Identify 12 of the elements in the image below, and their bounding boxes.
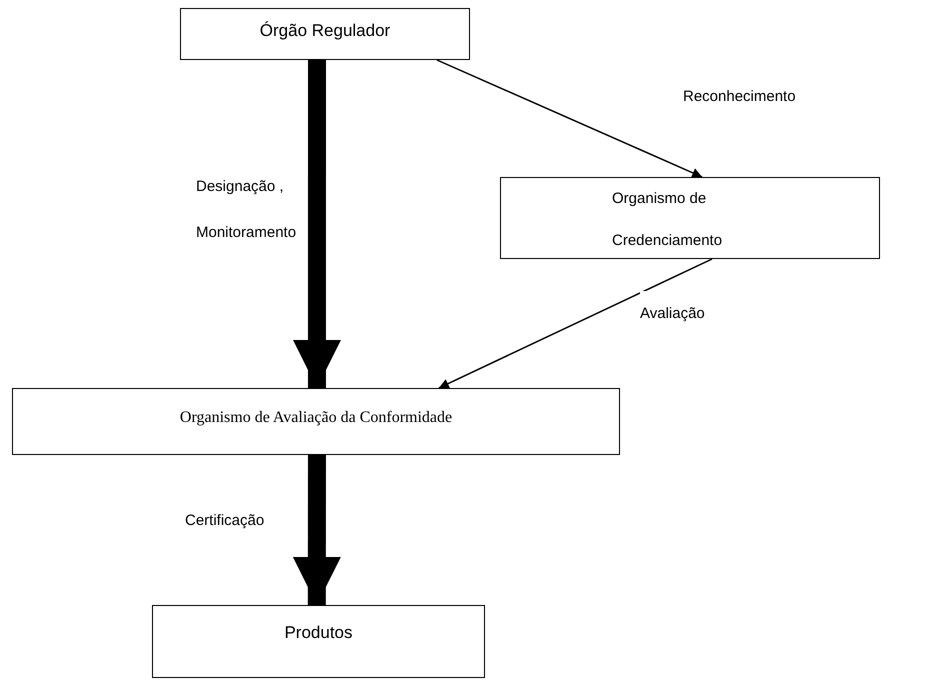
box-label: Organismo de Credenciamento [612, 189, 724, 251]
arrow [292, 454, 341, 605]
process-box [152, 605, 485, 678]
process-box [180, 8, 470, 60]
arrow [436, 59, 702, 178]
process-box [12, 388, 620, 455]
process-box [500, 177, 880, 259]
box-label: Produtos [283, 623, 354, 643]
arrow [292, 60, 341, 388]
arrow [438, 258, 712, 389]
box-label: Órgão Regulador [258, 21, 392, 41]
box-label: Organismo de Avaliação da Conformidade [178, 409, 454, 427]
